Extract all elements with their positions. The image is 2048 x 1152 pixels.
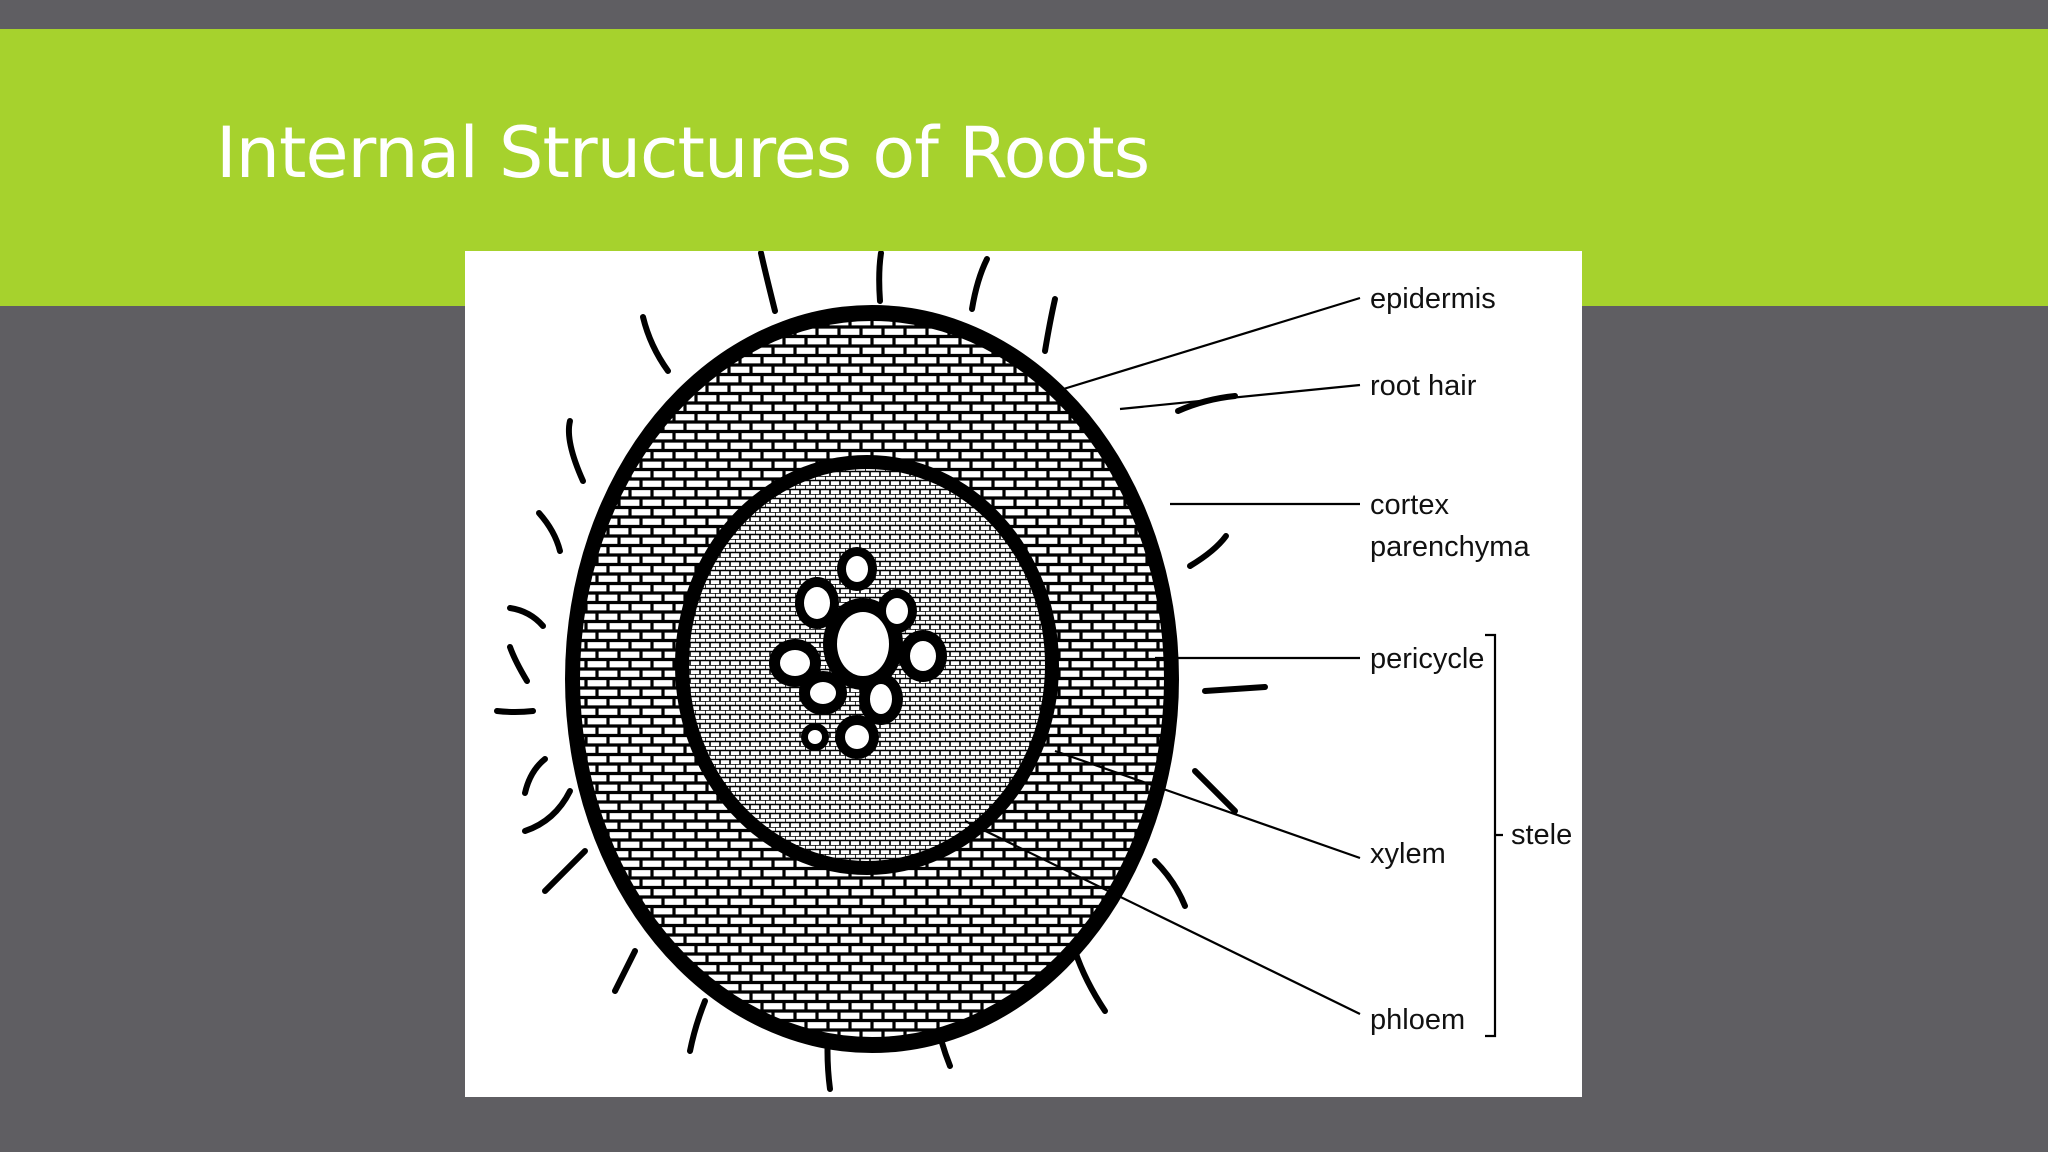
label-parenchyma: parenchyma <box>1370 531 1530 563</box>
label-phloem: phloem <box>1370 1004 1465 1036</box>
label-stele: stele <box>1511 819 1572 851</box>
label-epidermis: epidermis <box>1370 283 1496 315</box>
root-cross-section-figure: epidermis root hair cortex parenchyma pe… <box>465 251 1582 1097</box>
label-root-hair: root hair <box>1370 370 1477 402</box>
xylem-vessel-lumens <box>780 556 936 749</box>
label-xylem: xylem <box>1370 838 1446 870</box>
root-cross-section-diagram: epidermis root hair cortex parenchyma pe… <box>494 251 1572 1092</box>
label-leader-lines <box>964 296 1361 1015</box>
label-cortex: cortex <box>1370 489 1449 521</box>
stele-bracket <box>1485 633 1503 1038</box>
label-pericycle: pericycle <box>1370 643 1484 675</box>
slide-title: Internal Structures of Roots <box>216 112 1150 194</box>
